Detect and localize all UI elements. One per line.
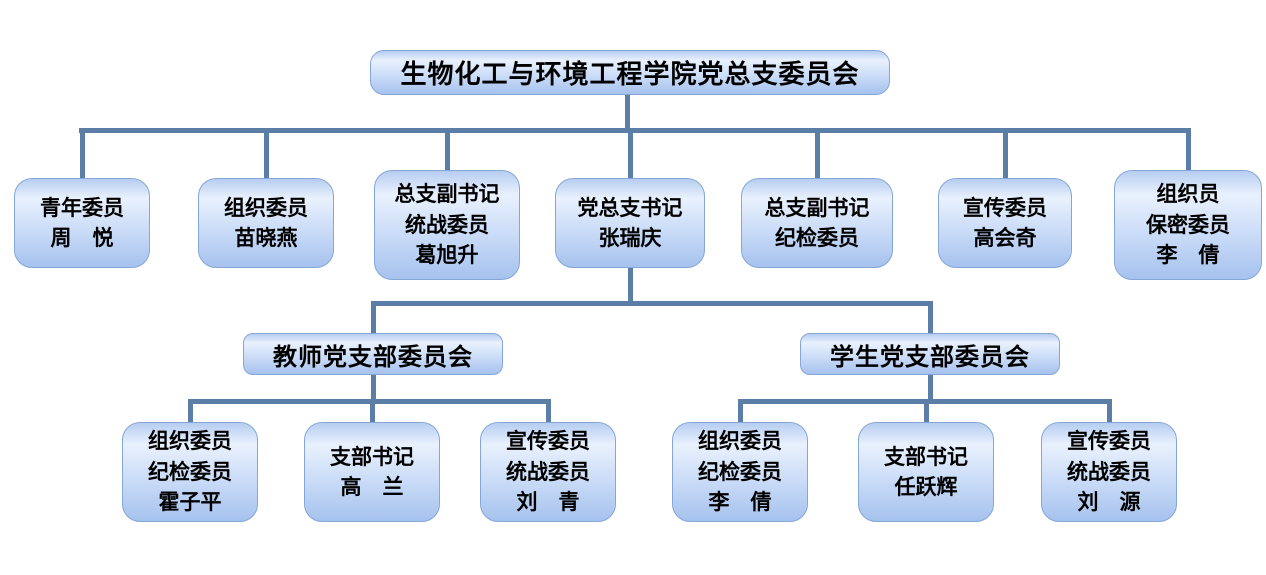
- connector-level2-drop-1: [80, 128, 85, 178]
- connector-student-drop-3: [1107, 399, 1112, 422]
- connector-teacher-drop-3: [546, 399, 551, 422]
- connector-level2-drop-3: [445, 128, 450, 170]
- node-student-branch-secretary: 支部书记 任跃辉: [858, 422, 994, 522]
- node-root-committee: 生物化工与环境工程学院党总支委员会: [370, 50, 890, 95]
- connector-branch-drop-right: [928, 301, 933, 333]
- node-organization-member: 组织委员 苗晓燕: [198, 178, 334, 268]
- node-youth-member: 青年委员 周 悦: [14, 178, 150, 268]
- connector-student-drop-2: [924, 399, 929, 422]
- node-publicity-member: 宣传委员 高会奇: [938, 178, 1072, 268]
- node-deputy-secretary-discipline: 总支副书记 纪检委员: [741, 178, 893, 268]
- connector-level2-drop-4: [628, 128, 633, 178]
- connector-level2-drop-6: [1003, 128, 1008, 178]
- node-teacher-branch-committee: 教师党支部委员会: [243, 333, 503, 375]
- node-student-publicity-united-front-member: 宣传委员 统战委员 刘 源: [1041, 422, 1177, 522]
- connector-level2-bus: [79, 128, 1191, 133]
- connector-level2-drop-2: [264, 128, 269, 178]
- connector-teacher-drop-2: [370, 399, 375, 422]
- connector-student-drop-1: [738, 399, 743, 422]
- node-teacher-branch-secretary: 支部书记 高 兰: [304, 422, 440, 522]
- connector-root-stub: [625, 95, 630, 131]
- connector-student-stub: [928, 375, 933, 402]
- node-student-branch-committee: 学生党支部委员会: [800, 333, 1060, 375]
- connector-teacher-stub: [371, 375, 376, 402]
- node-deputy-secretary-united-front: 总支副书记 统战委员 葛旭升: [374, 170, 520, 280]
- node-general-branch-secretary: 党总支书记 张瑞庆: [555, 178, 705, 268]
- node-teacher-org-discipline-member: 组织委员 纪检委员 霍子平: [122, 422, 258, 522]
- connector-branch-drop-left: [371, 301, 376, 333]
- connector-secretary-stub: [628, 268, 633, 305]
- node-teacher-publicity-united-front-member: 宣传委员 统战委员 刘 青: [480, 422, 616, 522]
- connector-branch-bus: [371, 301, 933, 306]
- connector-teacher-bus: [188, 399, 551, 404]
- connector-teacher-drop-1: [188, 399, 193, 422]
- connector-level2-drop-7: [1186, 128, 1191, 170]
- node-student-org-discipline-member: 组织委员 纪检委员 李 倩: [672, 422, 808, 522]
- connector-level2-drop-5: [815, 128, 820, 178]
- node-organizer-security-member: 组织员 保密委员 李 倩: [1114, 170, 1262, 280]
